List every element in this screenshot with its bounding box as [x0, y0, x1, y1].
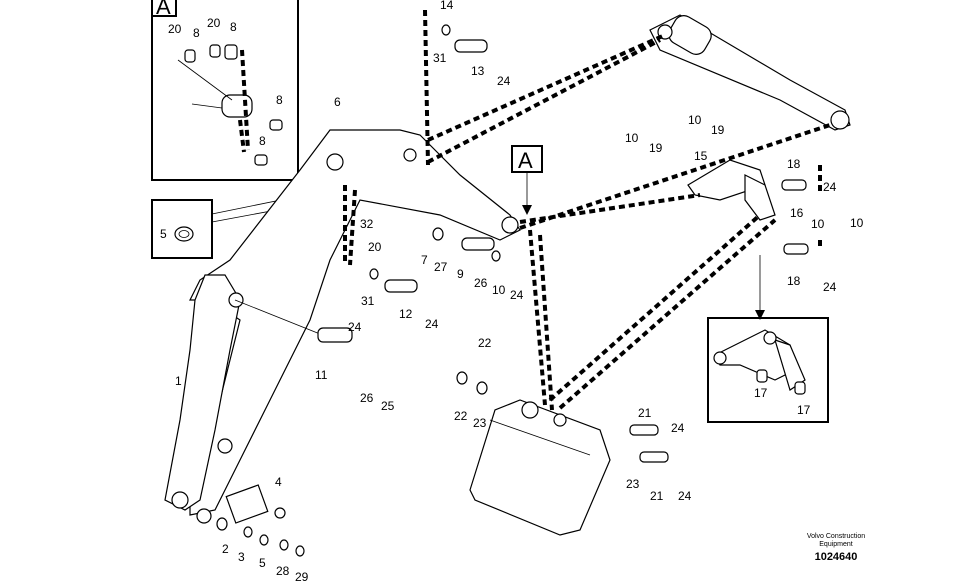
bucket: [456, 371, 669, 536]
label-5: 5: [160, 227, 167, 241]
label-6: 6: [334, 95, 341, 109]
label-29: 29: [295, 570, 309, 584]
label-9: 9: [457, 267, 464, 281]
pin-set: [216, 24, 501, 557]
label-23: 23: [473, 416, 487, 430]
label-24: 24: [425, 317, 439, 331]
label-18: 18: [787, 274, 801, 288]
label-20: 20: [168, 22, 182, 36]
detail-marker-label: A: [518, 148, 533, 173]
label-4: 4: [275, 475, 282, 489]
label-22: 22: [478, 336, 492, 350]
label-1: 1: [175, 374, 182, 388]
label-13: 13: [471, 64, 485, 78]
detail-box-link: [707, 255, 829, 423]
label-20: 20: [368, 240, 382, 254]
credit-line-2: Equipment: [819, 541, 853, 548]
label-19: 19: [711, 123, 725, 137]
label-31: 31: [361, 294, 375, 308]
boom-structure: [164, 129, 521, 524]
label-12: 12: [399, 307, 413, 321]
label-3: 3: [238, 550, 245, 564]
label-21: 21: [650, 489, 664, 503]
label-14: 14: [440, 0, 454, 12]
detail-box-a-top: A: [151, 0, 299, 181]
label-26: 26: [474, 276, 488, 290]
credit-block: Volvo Construction Equipment 1024640: [807, 533, 865, 563]
label-24: 24: [823, 280, 837, 294]
label-22: 22: [454, 409, 468, 423]
label-24: 24: [678, 489, 692, 503]
label-7: 7: [421, 253, 428, 267]
detail-box-title: A: [156, 0, 171, 19]
label-11: 11: [315, 368, 328, 382]
label-21: 21: [638, 406, 652, 420]
label-10: 10: [688, 113, 702, 127]
label-24: 24: [510, 288, 524, 302]
document-number: 1024640: [815, 551, 858, 563]
label-27: 27: [434, 260, 448, 274]
label-10: 10: [811, 217, 825, 231]
label-10: 10: [492, 283, 506, 297]
label-10: 10: [625, 131, 639, 145]
label-31: 31: [433, 51, 447, 65]
label-2: 2: [222, 542, 229, 556]
label-8: 8: [259, 134, 266, 148]
label-16: 16: [790, 206, 804, 220]
label-10: 10: [850, 216, 864, 230]
label-24: 24: [348, 320, 362, 334]
connection-lines: [343, 9, 831, 411]
detail-marker-a: A: [511, 145, 543, 215]
credit-line-1: Volvo Construction: [807, 533, 865, 540]
label-18: 18: [787, 157, 801, 171]
label-17: 17: [797, 403, 811, 417]
label-26: 26: [360, 391, 374, 405]
label-25: 25: [381, 399, 395, 413]
label-24: 24: [823, 180, 837, 194]
label-17: 17: [754, 386, 768, 400]
label-28: 28: [276, 564, 290, 578]
label-15: 15: [694, 149, 708, 163]
label-23: 23: [626, 477, 640, 491]
label-8: 8: [193, 26, 200, 40]
label-19: 19: [649, 141, 663, 155]
label-32: 32: [360, 217, 374, 231]
label-8: 8: [276, 93, 283, 107]
label-20: 20: [207, 16, 221, 30]
label-24: 24: [671, 421, 685, 435]
label-5: 5: [259, 556, 266, 570]
label-24: 24: [497, 74, 511, 88]
hydraulic-cylinder: [649, 14, 851, 131]
label-8: 8: [230, 20, 237, 34]
callout-labels: 20 8 20 8 8 8 5 6 14 31 13 24 10 19 10 1…: [160, 0, 864, 584]
